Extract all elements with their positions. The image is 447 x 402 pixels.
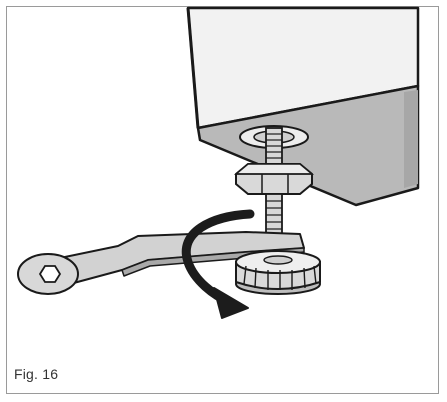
- lower-threaded-stem: [265, 193, 283, 241]
- upper-threaded-stem: [265, 127, 283, 167]
- adjustable-foot: [235, 250, 321, 295]
- figure-caption: Fig. 16: [14, 366, 59, 382]
- hex-lock-nut: [233, 163, 315, 195]
- appliance-cabinet: [186, 6, 420, 207]
- rotation-arrow-icon: [181, 209, 255, 319]
